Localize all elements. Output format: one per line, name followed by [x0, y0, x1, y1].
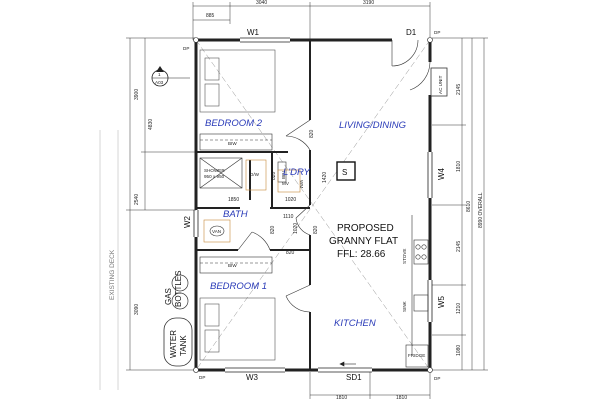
fridge-label: FRIDGE — [408, 353, 425, 358]
right-dim-8610: 8610 — [466, 201, 472, 212]
right-dim-2145b: 2145 — [456, 241, 462, 252]
smoke-detector-label: S — [342, 168, 347, 177]
door-swings — [237, 39, 431, 313]
shower-label: SHOWER — [204, 168, 225, 173]
dw-label: D/W — [250, 172, 260, 177]
wardrobes — [199, 133, 273, 274]
left-dim-3090: 3090 — [134, 304, 140, 315]
stove-label: STOVE — [402, 249, 407, 265]
note-ffl: FFL: 28.66 — [337, 249, 386, 260]
dp-label-br: DP — [434, 376, 440, 381]
dim-1420: 1420 — [322, 172, 328, 183]
section-ref: A03 — [155, 80, 164, 85]
dp-label-bl: DP — [199, 375, 205, 380]
bed-bedroom2 — [199, 49, 276, 113]
left-dim-4830: 4830 — [148, 119, 154, 130]
smoke-detector-box — [336, 161, 356, 181]
room-living: LIVING/DINING — [339, 120, 406, 131]
dim-820-bath: 820 — [270, 225, 276, 234]
right-dim-8990: 8990 OVERALL — [478, 192, 484, 228]
interior-walls — [196, 40, 311, 370]
bed-bedroom1 — [199, 297, 276, 361]
dim-820-bed2: 820 — [271, 171, 277, 180]
dp-label-tl: DP — [183, 46, 189, 51]
dim-1020: 1020 — [285, 197, 296, 203]
window-w3: W3 — [246, 373, 259, 382]
tub-label: TUB — [281, 170, 286, 179]
ac-unit-label: AC UNIT — [438, 75, 443, 94]
water-tank — [163, 317, 193, 367]
bottom-dim-1810a: 1810 — [336, 395, 347, 400]
window-w1: W1 — [247, 28, 260, 37]
window-w5: W5 — [437, 295, 446, 308]
room-bedroom2: BEDROOM 2 — [205, 118, 263, 129]
section-number: 1 — [158, 72, 161, 77]
room-bedroom1: BEDROOM 1 — [210, 281, 267, 292]
section-marker-icon — [151, 66, 190, 87]
room-kitchen: KITCHEN — [334, 318, 376, 329]
room-bath: BATH — [223, 209, 248, 220]
top-dimension-line — [192, 2, 431, 40]
right-dim-1210: 1210 — [456, 303, 462, 314]
top-dim-3040: 3040 — [256, 0, 267, 6]
top-dim-3190: 3190 — [363, 0, 374, 6]
shower-size-label: 950 x 950 — [204, 174, 225, 179]
dim-820-living: 820 — [309, 129, 315, 138]
downpipes — [193, 37, 433, 373]
door-d1: D1 — [406, 28, 417, 37]
gas-bottles — [171, 274, 189, 310]
existing-deck-label: EXISTING DECK — [109, 249, 116, 300]
room-laundry: L'DRY — [283, 167, 310, 178]
dim-820-living2: 820 — [313, 225, 319, 234]
diagonal-lines — [195, 39, 431, 371]
biw-label-top: BIW — [228, 141, 237, 146]
note-granny-flat: GRANNY FLAT — [329, 236, 398, 247]
gas-label-2: BOTTLES — [174, 271, 183, 307]
window-w4: W4 — [437, 167, 446, 180]
left-dim-2540: 2540 — [134, 194, 140, 205]
gas-label-1: GAS — [164, 288, 173, 305]
water-label-1: WATER — [169, 330, 178, 358]
dim-1850: 1850 — [228, 197, 239, 203]
van-label: VAN — [212, 229, 221, 234]
dim-820-bed1: 820 — [286, 250, 295, 256]
note-proposed: PROPOSED — [337, 223, 394, 234]
existing-deck-lines — [99, 130, 119, 390]
top-dim-885: 885 — [206, 13, 215, 19]
window-openings — [193, 37, 433, 373]
dim-1110: 1110 — [283, 214, 294, 220]
bottom-dimension-line — [309, 372, 431, 399]
dp-label-tr: DP — [434, 30, 440, 35]
dim-1020-bath: 1020 — [293, 223, 299, 234]
ac-unit-box — [430, 67, 448, 97]
door-sd1: SD1 — [346, 373, 362, 382]
right-dimension-lines — [432, 37, 488, 371]
bath-fixtures — [199, 157, 301, 243]
sliding-arrow-icon — [339, 361, 356, 367]
water-label-2: TANK — [179, 335, 188, 356]
left-dim-3900: 3900 — [134, 89, 140, 100]
kitchen-bench — [405, 215, 429, 368]
right-dim-1080: 1080 — [456, 345, 462, 356]
mv-label: MV — [282, 181, 290, 186]
left-dimension-lines — [126, 37, 196, 371]
window-w2: W2 — [183, 215, 192, 228]
right-dim-2145a: 2145 — [456, 84, 462, 95]
sink-label: SINK — [402, 300, 407, 312]
biw-label-bottom: BIW — [228, 263, 237, 268]
bottom-dim-1810b: 1810 — [396, 395, 407, 400]
right-dim-1810: 1810 — [456, 161, 462, 172]
exterior-walls — [194, 38, 432, 372]
wm-label: WM — [299, 180, 304, 188]
